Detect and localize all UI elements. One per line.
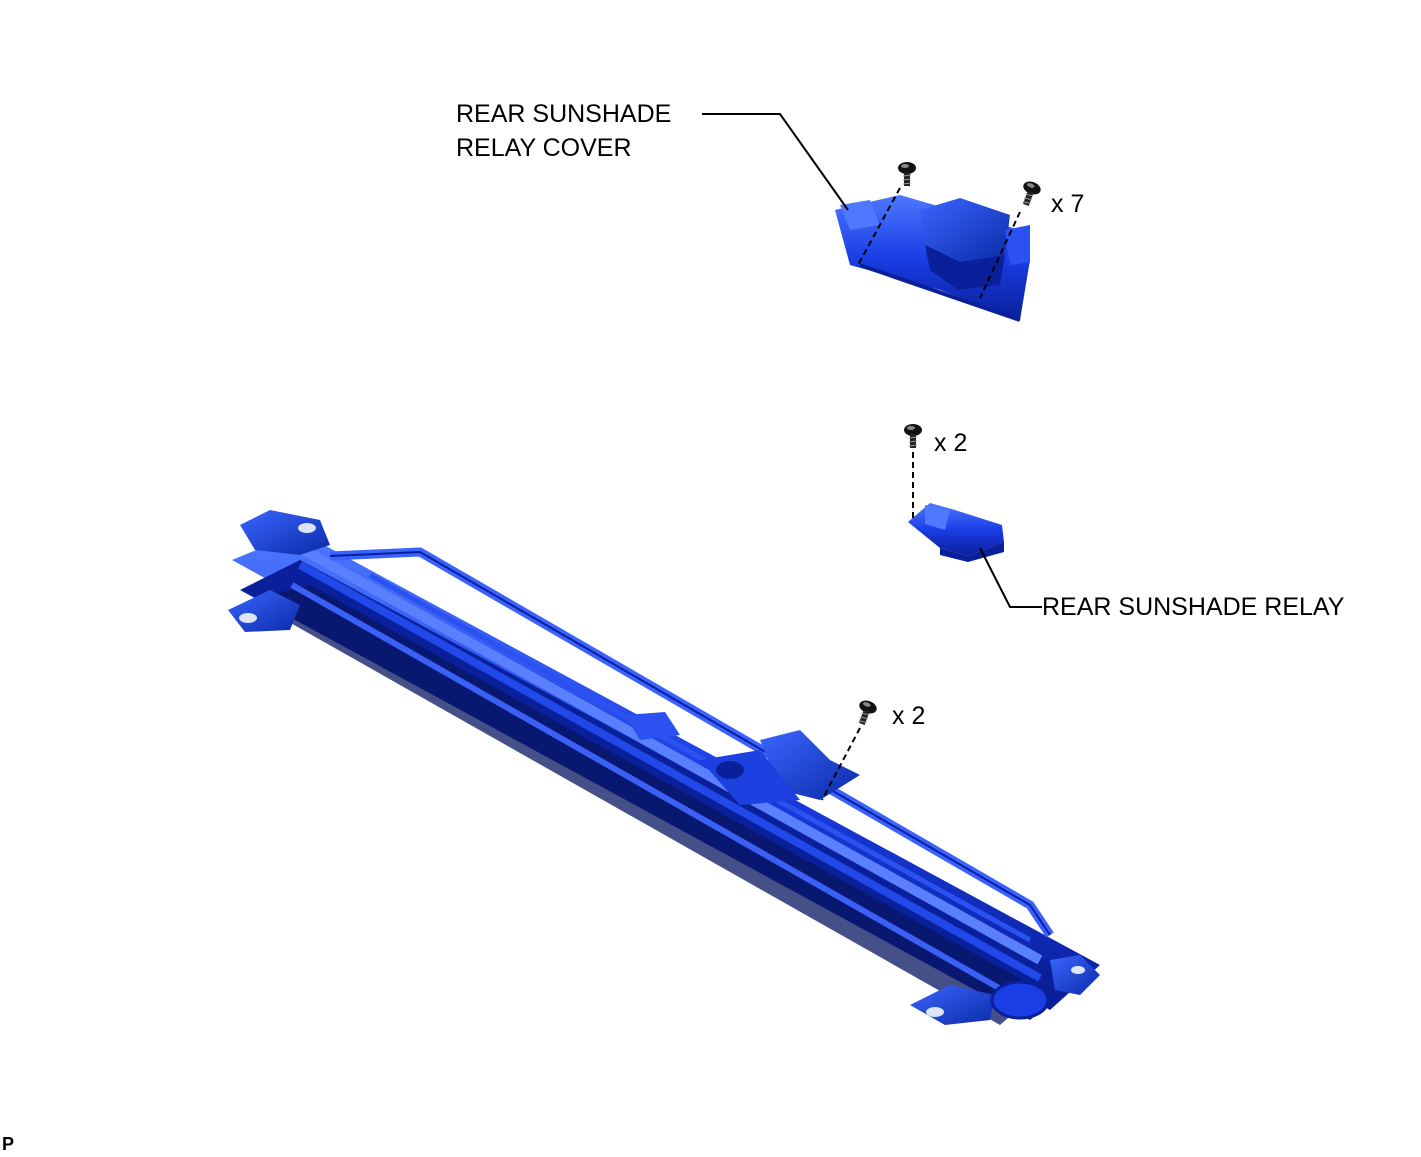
relay-leader-line bbox=[979, 547, 1042, 608]
cover-leader-line bbox=[702, 113, 849, 211]
cover-screw-left bbox=[857, 161, 917, 266]
relay-screw bbox=[903, 423, 923, 522]
bracket-screw bbox=[821, 697, 880, 801]
cover-screw-quantity: x 7 bbox=[1051, 190, 1085, 218]
cover-screw-right bbox=[979, 178, 1044, 299]
relay-label: REAR SUNSHADE RELAY bbox=[1042, 593, 1345, 621]
sunshade-rail-assembly bbox=[228, 510, 1100, 1025]
cover-label-line2: RELAY COVER bbox=[456, 134, 632, 162]
cover-label-line1: REAR SUNSHADE bbox=[456, 100, 672, 128]
rear-sunshade-relay bbox=[908, 503, 1004, 562]
figure-code: P bbox=[2, 1134, 15, 1154]
bracket-screw-quantity: x 2 bbox=[892, 702, 926, 730]
rear-sunshade-relay-cover bbox=[835, 195, 1030, 322]
relay-screw-quantity: x 2 bbox=[934, 429, 968, 457]
